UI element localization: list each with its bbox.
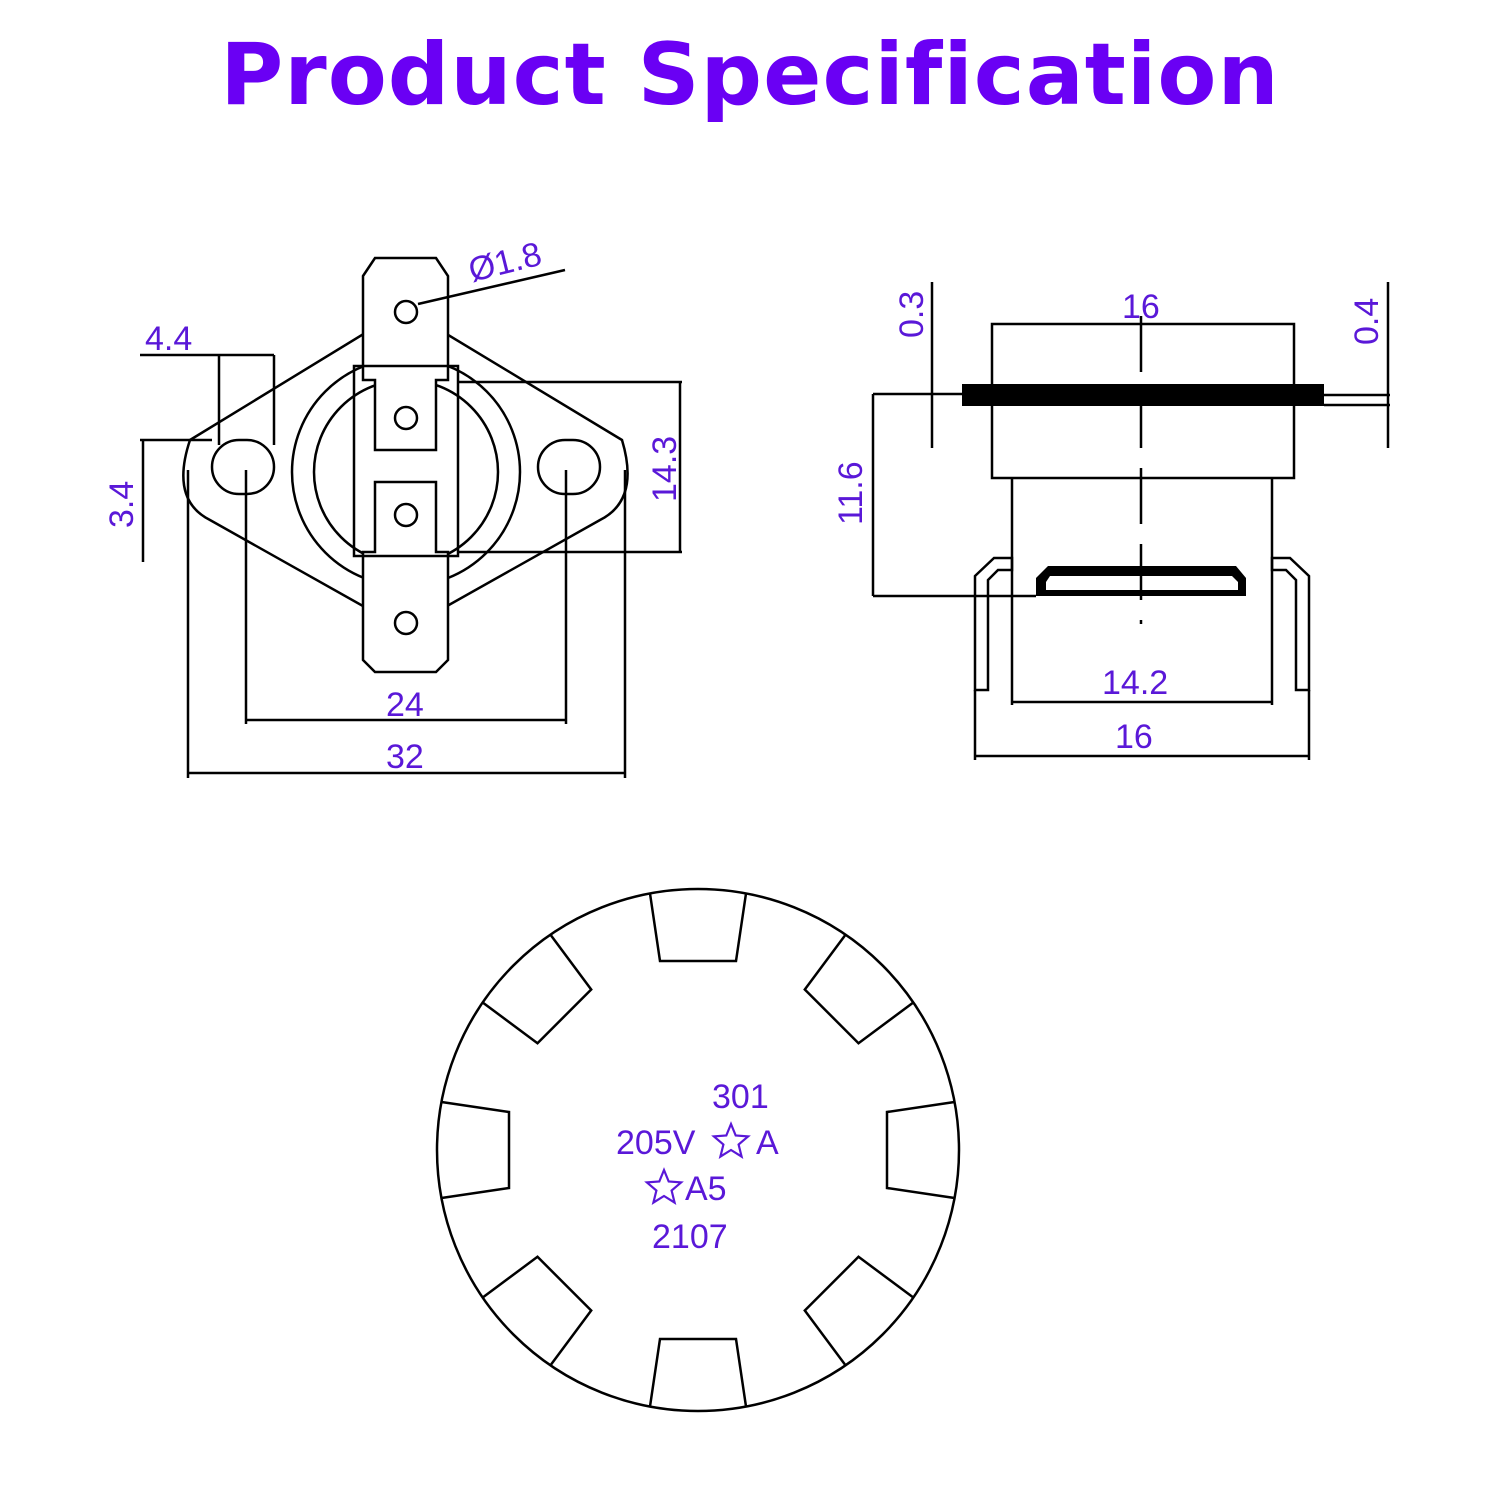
tab-width-label: 4.4 <box>145 320 192 358</box>
clip-left <box>973 556 1014 692</box>
disc-notch <box>648 1337 748 1407</box>
flange-thickness-right-label: 0.4 <box>1348 298 1386 345</box>
terminal-bridge <box>352 364 460 558</box>
disc-notch <box>803 933 915 1045</box>
side-view <box>871 282 1390 760</box>
star-outline-icon <box>711 1121 751 1159</box>
hole-spacing-label: 24 <box>386 686 424 724</box>
page-title: Product Specification <box>220 25 1280 125</box>
bottom-view <box>435 887 961 1413</box>
side-view-labels: 16 0.3 0.4 11.6 14.2 16 <box>832 288 1386 756</box>
inner-width-label: 14.2 <box>1102 664 1168 702</box>
mount-hole-left <box>210 438 276 496</box>
terminal-bottom <box>361 480 450 674</box>
terminal-top <box>361 256 450 452</box>
disc-notch <box>885 1100 955 1200</box>
hole-offset-label: 3.4 <box>103 481 141 528</box>
disc-notch <box>648 893 748 963</box>
clip-right <box>1270 556 1311 692</box>
overall-width-label: 32 <box>386 738 424 776</box>
disc-outline <box>435 887 961 1413</box>
flange-bar <box>962 384 1324 406</box>
front-view <box>140 256 682 778</box>
flange-thickness-left-label: 0.3 <box>893 291 931 338</box>
star-outline-icon <box>644 1167 684 1205</box>
terminal-hole <box>393 405 419 431</box>
hole-diameter-label: Ø1.8 <box>465 235 546 290</box>
marking-line1: 301 <box>712 1078 769 1116</box>
body-height-label: 14.3 <box>646 436 684 502</box>
mount-hole-right <box>536 438 602 496</box>
terminal-hole <box>393 610 419 636</box>
marking-line2-suffix: A <box>756 1124 779 1162</box>
base-width-label: 16 <box>1115 718 1153 756</box>
disc-notch <box>481 1255 593 1367</box>
flange-outline <box>182 328 629 612</box>
height-label: 11.6 <box>832 461 870 525</box>
disc-notch <box>481 933 593 1045</box>
marking-line2-prefix: 205V <box>616 1124 696 1162</box>
terminal-hole <box>393 299 419 325</box>
disc-notch <box>441 1100 511 1200</box>
marking-line3: A5 <box>685 1170 727 1208</box>
terminal-hole <box>393 502 419 528</box>
disc-notch <box>803 1255 915 1367</box>
marking-text: 301 205V A A5 2107 <box>616 1078 779 1256</box>
cap-width-label: 16 <box>1122 288 1160 326</box>
marking-line4: 2107 <box>652 1218 728 1256</box>
